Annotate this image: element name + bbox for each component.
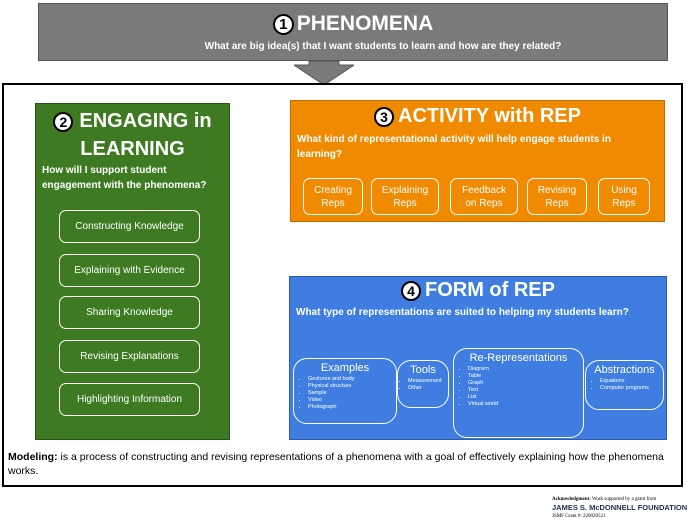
phenomena-title-text: PHENOMENA [296,12,434,35]
form-box-list-item: Graph [468,380,583,387]
activity-item-line1: Explaining [381,184,429,196]
form-box-tools: Tools Measurement Other [397,360,449,408]
form-box-list-item: Diagram [468,366,583,373]
engaging-item-highlighting-information: Highlighting Information [59,383,200,416]
form-box-list-item: Table [468,373,583,380]
step-1-badge: 1 [272,13,294,35]
form-box-title: Tools [410,364,436,376]
step-2-badge: 2 [53,111,74,132]
form-box-title: Re-Representations [469,352,568,364]
form-box-list-item: Video [308,397,396,404]
engaging-item-explaining-with-evidence: Explaining with Evidence [59,254,200,287]
form-box-abstractions: Abstractions Equations Computer programs [585,360,664,410]
activity-item-line2: Reps [612,197,636,209]
modeling-definition: Modeling: is a process of constructing a… [8,450,678,478]
acknowledgment-text: Work supported by a grant from [590,497,657,502]
foundation-name: JAMES S. McDONNELL FOUNDATION [552,503,688,512]
engaging-item-sharing-knowledge: Sharing Knowledge [59,296,200,329]
form-box-list-item: Photograph [308,404,396,411]
form-box-list-item: Measurement [408,378,448,385]
activity-item-line1: Using [611,184,637,196]
form-box-list-item: List [468,394,583,401]
form-box-list-item: Text [468,387,583,394]
activity-item-line2: on Reps [465,197,503,209]
form-box-list: Measurement Other [408,378,448,392]
form-box-list-item: Equations [600,378,663,385]
phenomena-title: 1 PHENOMENA [39,12,667,36]
form-question: What type of representations are suited … [296,307,629,318]
form-box-examples: Examples Gestures and body Physical stru… [293,358,397,424]
acknowledgment-label: Acknowledgment: [552,497,591,502]
phenomena-question: What are big idea(s) that I want student… [204,41,562,52]
form-box-list-item: Physical structure [308,383,396,390]
engaging-question: How will I support student engagement wi… [42,165,207,191]
form-box-list-item: Other [408,385,448,392]
activity-item-line1: Revising [537,184,577,196]
acknowledgment-line: Acknowledgment: Work supported by a gran… [552,496,692,503]
down-arrow-icon [294,61,354,85]
form-box-list-item: Gestures and body [308,376,396,383]
form-box-list-item: Virtual world [468,401,583,408]
form-box-list: Diagram Table Graph Text List Virtual wo… [468,366,583,408]
form-box-title: Examples [320,362,370,374]
grant-number: JSMF Grant #: 220020521 [552,514,606,519]
activity-item-line1: Feedback [462,184,506,196]
form-box-title: Abstractions [594,364,655,376]
activity-item-line2: Reps [545,197,569,209]
acknowledgment: Acknowledgment: Work supported by a gran… [552,496,692,520]
engaging-title-line1: ENGAGING in [79,110,212,132]
form-box-list: Equations Computer programs [600,378,663,392]
step-4-badge: 4 [401,280,421,301]
step-3-badge: 3 [374,106,394,127]
form-box-re-representations: Re-Representations Diagram Table Graph T… [453,348,584,438]
modeling-text: is a process of constructing and revisin… [8,451,664,477]
form-title-text: FORM of REP [425,279,555,301]
form-box-list-item: Computer programs [600,385,663,392]
activity-item-line1: Creating [314,184,352,196]
activity-question: What kind of representational activity w… [297,134,611,160]
activity-item-line2: Reps [393,197,417,209]
form-box-list: Gestures and body Physical structure Sam… [308,376,396,411]
modeling-label: Modeling: [8,451,58,463]
engaging-item-constructing-knowledge: Constructing Knowledge [59,210,200,243]
form-box-list-item: Sample [308,390,396,397]
engaging-title-line2: LEARNING [80,138,185,160]
activity-title-text: ACTIVITY with REP [398,105,581,127]
phenomena-banner: 1 PHENOMENA What are big idea(s) that I … [38,3,668,61]
engaging-item-revising-explanations: Revising Explanations [59,340,200,373]
activity-item-line2: Reps [321,197,345,209]
